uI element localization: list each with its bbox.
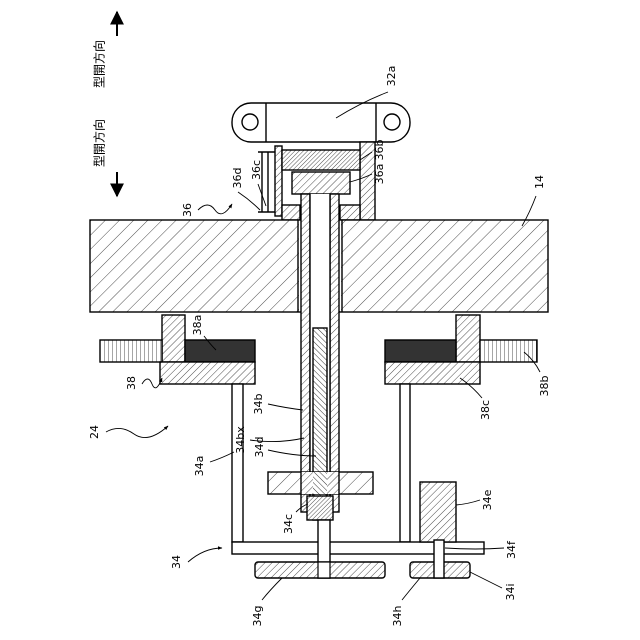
label-38b: 38b — [538, 375, 551, 396]
assembly-38-left — [100, 315, 255, 384]
coupling-34c — [307, 496, 333, 520]
label-34f: 34f — [505, 540, 518, 559]
nut-flange — [268, 472, 373, 494]
label-34c: 34c — [282, 514, 295, 534]
shaft-34f — [434, 540, 444, 578]
label-34a: 34a — [193, 456, 206, 477]
label-14: 14 — [533, 175, 546, 189]
label-38c: 38c — [479, 400, 492, 420]
label-36: 36 — [181, 203, 194, 217]
label-34b: 34b — [252, 393, 265, 414]
label-38a: 38a — [191, 315, 204, 336]
label-34e: 34e — [481, 489, 494, 510]
block-38a-left — [185, 340, 255, 362]
block-38b — [480, 340, 537, 362]
label-36d: 36d — [231, 168, 244, 189]
label-34bx: 34bx — [234, 426, 247, 454]
label-24: 24 — [88, 425, 101, 439]
label-36b: 36b — [373, 139, 386, 160]
direction-label-lower: 型開方向 — [92, 119, 107, 167]
label-38: 38 — [125, 376, 138, 390]
block-36b — [282, 150, 360, 170]
label-34h: 34h — [391, 605, 404, 626]
motor-34e — [420, 482, 456, 542]
block-36a — [292, 172, 350, 194]
label-34: 34 — [170, 555, 183, 569]
label-32a: 32a — [385, 66, 398, 87]
direction-indicator-lower: 型開方向 — [92, 119, 118, 196]
label-34i: 34i — [504, 583, 517, 600]
block-38a-right — [385, 340, 456, 362]
direction-indicator-upper: 型開方向 — [92, 12, 118, 88]
link-32a — [232, 103, 410, 142]
direction-label-upper: 型開方向 — [92, 40, 107, 88]
label-34g: 34g — [251, 606, 264, 627]
assembly-38-right — [385, 315, 537, 384]
label-36c: 36c — [250, 160, 263, 180]
block-38c — [385, 362, 480, 384]
label-36a: 36a — [373, 164, 386, 185]
label-34d: 34d — [253, 437, 266, 458]
